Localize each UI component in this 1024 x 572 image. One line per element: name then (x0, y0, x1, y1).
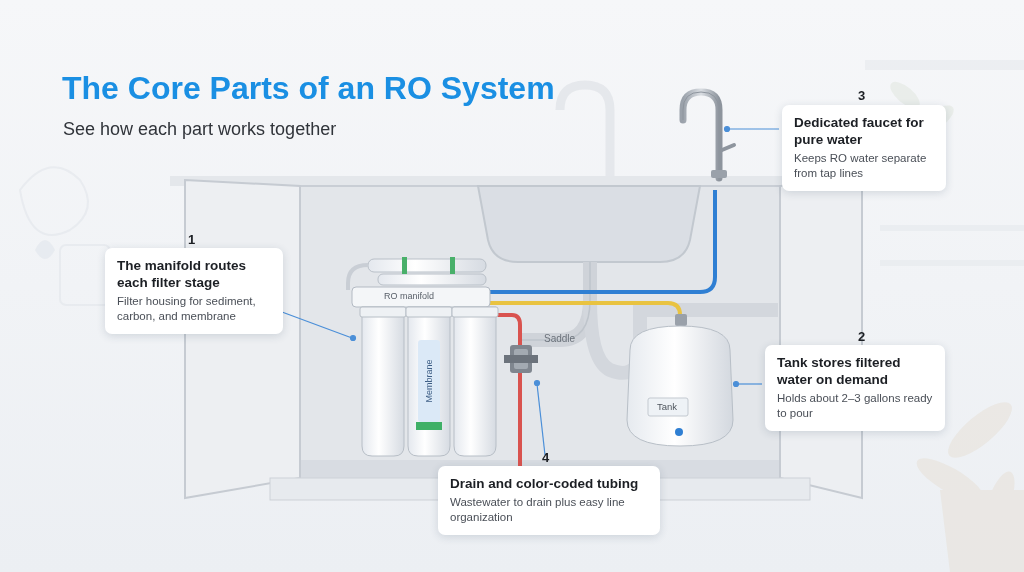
inline-filters (348, 257, 486, 290)
callout-heading: Drain and color-coded tubing (450, 475, 648, 492)
manifold (352, 287, 490, 307)
callout-body: Keeps RO water separate from tap lines (794, 151, 934, 181)
callout-body: Holds about 2–3 gallons ready to pour (777, 391, 933, 421)
callout-number: 4 (542, 450, 549, 465)
cabinet-interior (300, 186, 780, 471)
diagram-title: The Core Parts of an RO System (62, 70, 555, 107)
part-label: Tank (657, 401, 677, 412)
cabinet-door (780, 180, 862, 498)
callout-body: Filter housing for sediment, carbon, and… (117, 294, 271, 324)
blue-tube (490, 190, 715, 292)
filter-canisters (360, 307, 498, 456)
diagram-subtitle: See how each part works together (63, 119, 336, 140)
leader-lines (282, 127, 779, 456)
callout-box: Dedicated faucet for pure waterKeeps RO … (782, 105, 946, 191)
callout-box: Drain and color-coded tubingWastewater t… (438, 466, 660, 535)
part-label: Membrane (424, 359, 434, 402)
callout-body: Wastewater to drain plus easy line organ… (450, 495, 648, 525)
part-label: Saddle (544, 333, 575, 344)
part-label: RO manifold (384, 291, 434, 301)
callout-box: Tank stores filtered water on demandHold… (765, 345, 945, 431)
saddle-valve (504, 345, 538, 373)
callout-number: 1 (188, 232, 195, 247)
storage-tank (627, 314, 733, 446)
cabinet-door (185, 180, 300, 498)
callout-number: 2 (858, 329, 865, 344)
callout-number: 3 (858, 88, 865, 103)
callout-heading: Tank stores filtered water on demand (777, 354, 933, 388)
callout-heading: The manifold routes each filter stage (117, 257, 271, 291)
sink-bowl (478, 186, 700, 262)
background-decor (20, 60, 1024, 572)
callout-heading: Dedicated faucet for pure water (794, 114, 934, 148)
ro-faucet (683, 92, 734, 178)
callout-box: The manifold routes each filter stageFil… (105, 248, 283, 334)
